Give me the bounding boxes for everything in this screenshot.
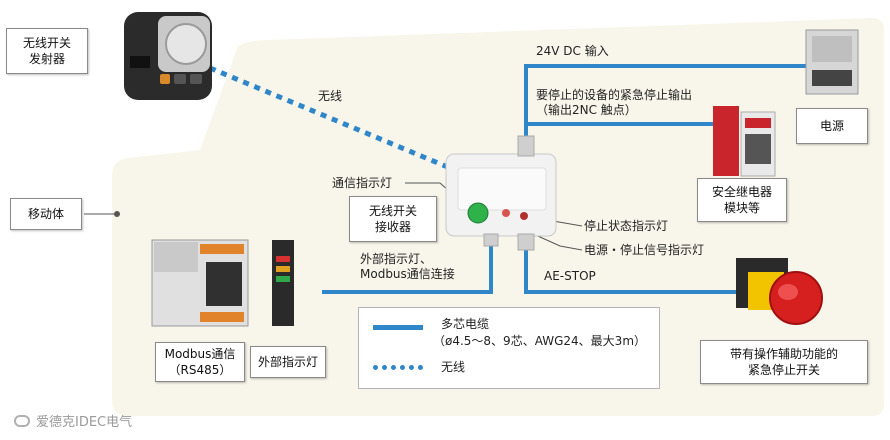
chat-bubble-icon [14,414,30,427]
cable-ae-stop [524,244,752,294]
watermark-text: 爱德克IDEC电气 [36,415,133,430]
wireless-line-label: 无线 [318,89,343,103]
power-stop-indicator-label: 电源・停止信号指示灯 [584,243,705,257]
legend-cable-spec: （ø4.5～8、9芯、AWG24、最大3m） [433,334,647,348]
signal-tower-device [272,240,294,326]
receiver-device [445,135,557,251]
safety-relay-device [713,106,776,177]
receiver-label-box: 无线开关 接收器 [349,196,437,242]
cable-external [322,238,493,294]
ae-stop-label: AE-STOP [544,269,596,283]
wireless-link [209,65,451,171]
watermark: 爱德克IDEC电气 [14,411,132,430]
comm-indicator-label: 通信指示灯 [332,176,393,190]
legend-cable-swatch [373,325,423,330]
estop-output-label: 要停止的设备的紧急停止输出 （输出2NC 触点） [536,88,693,117]
cables [322,64,806,294]
stop-status-indicator-label: 停止状态指示灯 [584,219,669,233]
modbus-label-box: Modbus通信 （RS485） [155,342,245,382]
external-light-label-box: 外部指示灯 [250,346,326,378]
estop-switch-device [736,258,823,325]
comm-indicator-lamp [467,202,489,224]
dc-input-label: 24V DC 输入 [536,44,609,58]
transmitter-device [124,12,212,100]
plc-device [151,239,249,327]
power-supply-label-box: 电源 [796,108,868,144]
legend: 多芯电缆 （ø4.5～8、9芯、AWG24、最大3m） 无线 [358,307,660,389]
legend-cable-title: 多芯电缆 [441,317,490,331]
legend-wireless-swatch [373,365,423,370]
legend-wireless-label: 无线 [441,360,466,374]
external-connection-label: 外部指示灯、 Modbus通信连接 [360,252,455,281]
safety-relay-label-box: 安全继电器 模块等 [697,178,787,222]
power-supply-device [805,29,859,95]
transmitter-label-box: 无线开关 发射器 [6,28,88,74]
cable-dc-input [524,64,806,136]
estop-switch-label-box: 带有操作辅助功能的 紧急停止开关 [700,340,868,384]
moving-body-label-box: 移动体 [10,198,82,230]
